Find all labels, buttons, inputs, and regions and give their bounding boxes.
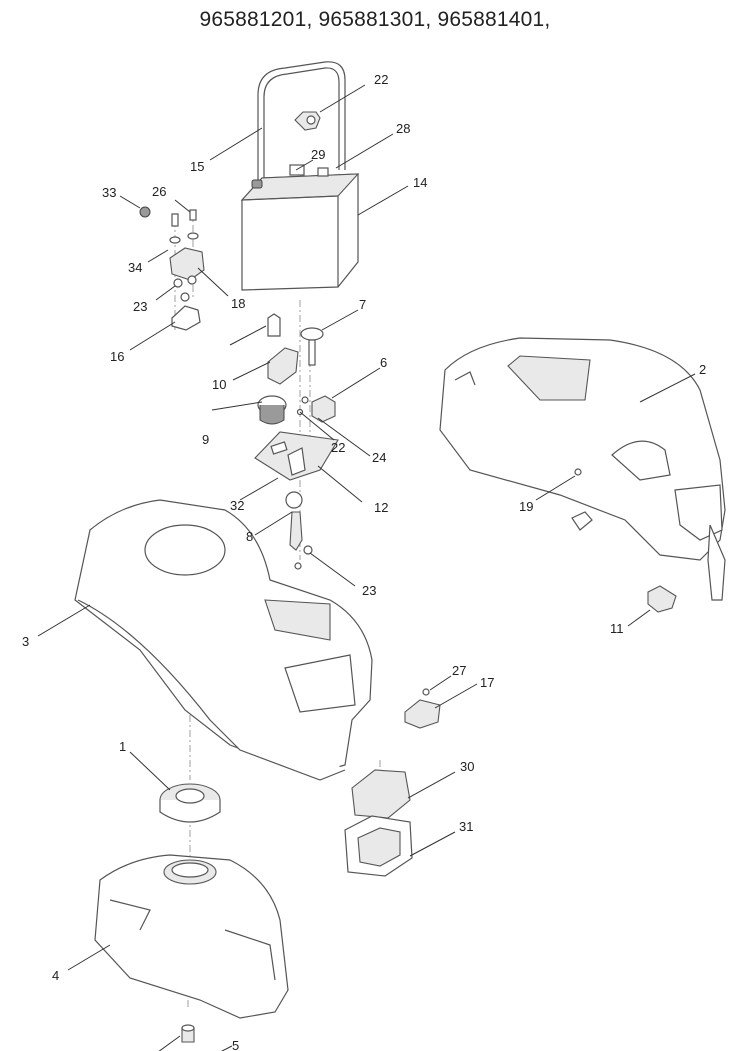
callout-6: 6 [380,355,387,370]
callout-7: 7 [359,297,366,312]
leader-lines [37,84,696,1051]
callout-15: 15 [190,159,204,174]
callout-8: 8 [246,529,253,544]
callout-29: 30 [460,759,474,774]
callout-24: 24 [372,450,386,465]
drain-fitting [181,1024,195,1043]
callout-9: 9 [202,432,209,447]
mounting-bracket [254,431,339,481]
callout-30: 31 [459,819,473,834]
battery [240,164,360,291]
callout-18: 18 [231,296,245,311]
callout-11: 11 [610,621,624,636]
main-body-hood [74,499,373,781]
callout-20: 22 [374,72,388,87]
rear-body-cover [439,337,726,601]
callout-21: 22 [331,440,345,455]
throttle-lever [285,491,313,570]
cup-holder [344,769,413,877]
callout-17: 17 [480,675,494,690]
callout-19: 19 [519,499,533,514]
callout-33: 34 [128,260,142,275]
connector [647,585,677,613]
callout-25: 26 [152,184,166,199]
callout-10: 10 [212,377,226,392]
callout-12: 12 [374,500,388,515]
callout-2: 2 [699,362,706,377]
callout-28: 29 [311,147,325,162]
callout-22: 23 [133,299,147,314]
side-bracket [404,688,441,729]
callout-16: 16 [110,349,124,364]
fuel-tank [94,854,289,1019]
callout-4: 4 [52,968,59,983]
callout-1: 1 [119,739,126,754]
callout-27: 28 [396,121,410,136]
callout-31: 32 [230,498,244,513]
switch-components [257,313,336,425]
ignition-switch-cluster [139,206,205,331]
fuel-cap [159,783,221,823]
callout-5: 5 [232,1038,239,1051]
wing-nut [294,111,321,131]
diagram-title: 965881201, 965881301, 965881401, [199,8,551,31]
callout-26: 27 [452,663,466,678]
callout-14: 14 [413,175,427,190]
callout-23: 23 [362,583,376,598]
callout-labels: 22 28 29 15 14 33 26 34 23 18 16 7 10 6 … [22,72,706,1051]
callout-3: 3 [22,634,29,649]
callout-32: 33 [102,185,116,200]
